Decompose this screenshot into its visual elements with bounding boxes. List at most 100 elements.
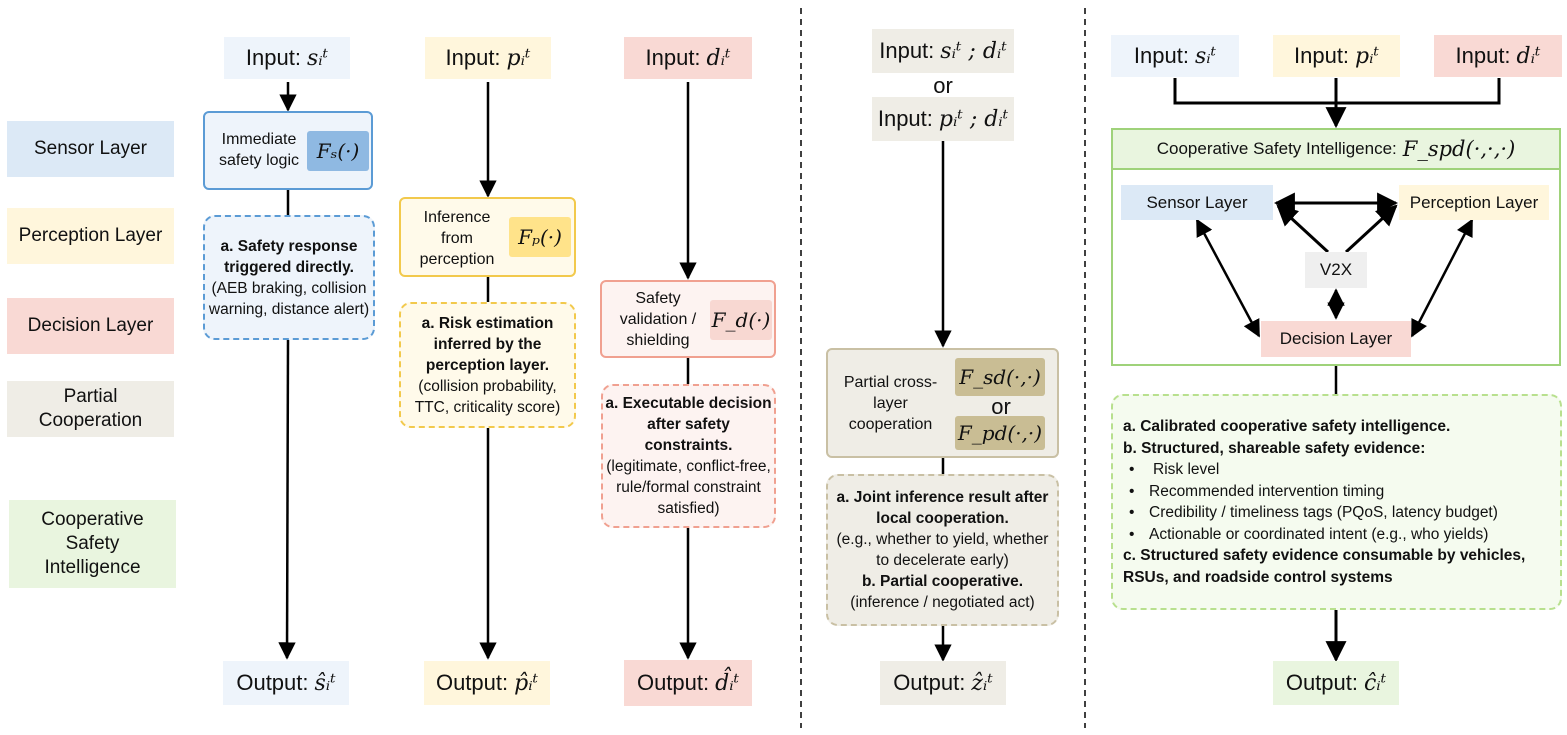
bullet-item: Risk level [1123,459,1556,481]
partial-or-label: or [933,73,953,98]
result-title: a. Risk estimation inferred by the perce… [421,314,554,374]
result-detail: (AEB braking, collision warning, distanc… [208,279,370,318]
legend-label: Perception Layer [18,225,163,246]
result-detail: (collision probability, TTC, criticality… [414,377,561,416]
csi-main-box: Cooperative Safety Intelligence: F_spd(·… [1111,128,1561,366]
legend-decision-layer: Decision Layer [7,298,174,354]
csi-input-decision: Input: dᵢᵗ [1434,35,1562,77]
input-symbol: dᵢᵗ [706,45,731,71]
csi-node-sensor: Sensor Layer [1121,185,1273,220]
legend-label: Sensor Layer [33,138,147,159]
decision-result-box: a. Executable decision after safety cons… [601,384,776,528]
partial-function-box-sd: F_sd(·,·) [955,358,1045,396]
partial-output: Output: ẑᵢᵗ [880,661,1006,705]
decision-function-box: F_d(·) [710,300,772,340]
output-symbol: ŝᵢᵗ [314,670,336,696]
input-label: Input: [879,38,935,63]
csi-input-sensor: Input: sᵢᵗ [1111,35,1239,77]
link-sensor-v2x [1276,204,1330,254]
input-symbol: pᵢᵗ [1355,43,1379,69]
sensor-process-box: Immediate safety logic Fₛ(·) [203,111,373,190]
result-detail: (legitimate, conflict-free, rule/formal … [606,458,771,517]
csi-output: Output: ĉᵢᵗ [1273,661,1399,705]
perception-function-box: Fₚ(·) [509,217,571,257]
decision-input: Input: dᵢᵗ [624,37,752,79]
result-item-a: a. Calibrated cooperative safety intelli… [1123,418,1451,435]
result-item-c: c. Structured safety evidence consumable… [1123,547,1526,586]
link-perception-v2x [1344,204,1398,254]
output-label: Output: [236,670,309,695]
partial-function-box-pd: F_pd(·,·) [955,416,1045,450]
legend-label: Decision Layer [27,315,154,336]
perception-output: Output: p̂ᵢᵗ [424,661,550,705]
legend-label: Partial Cooperation [38,386,143,431]
legend-label: Cooperative Safety Intelligence [41,509,144,578]
input-label: Input: [1133,43,1189,68]
perception-input: Input: pᵢᵗ [425,37,551,79]
bullet-item: Recommended intervention timing [1123,481,1556,503]
perception-result-box: a. Risk estimation inferred by the perce… [399,302,576,428]
result-title: b. Partial cooperative. [861,573,1024,590]
csi-header: Cooperative Safety Intelligence: F_spd(·… [1113,130,1559,170]
sensor-input: Input: sᵢᵗ [224,37,350,79]
input-symbol: sᵢᵗ [306,45,329,71]
result-detail: (e.g., whether to yield, whether to dece… [836,531,1049,569]
partial-input-1: Input: sᵢᵗ ; dᵢᵗ [872,29,1014,73]
input-label: Input: [1294,43,1350,68]
sensor-function-box: Fₛ(·) [307,131,369,171]
input-symbol: dᵢᵗ [1516,43,1541,69]
input-symbol: sᵢᵗ [1194,43,1217,69]
input-symbol: pᵢᵗ [506,45,531,71]
input-label: Input: [445,45,501,70]
csi-node-v2x: V2X [1305,252,1367,288]
csi-header-function: F_spd(·,·,·) [1402,137,1516,161]
output-label: Output: [435,670,509,695]
input-symbol: pᵢᵗ ; dᵢᵗ [938,106,1009,132]
output-label: Output: [1285,670,1358,695]
flow-arrow [278,339,296,660]
input-label: Input: [1455,43,1511,68]
bullet-item: Actionable or coordinated intent (e.g., … [1123,524,1556,546]
partial-function-or: or [991,393,1011,419]
link-sensor-decision [1195,218,1261,338]
result-title: a. Executable decision after safety cons… [605,395,772,454]
legend-partial-cooperation: Partial Cooperation [7,381,174,437]
decision-process-box: Safety validation / shielding F_d(·) [600,280,776,358]
output-symbol: d̂ᵢᵗ [715,670,740,696]
result-title: a. Safety response triggered directly. [220,237,358,276]
legend-cooperative-safety-intelligence: Cooperative Safety Intelligence [9,500,176,588]
result-title: a. Joint inference result after local co… [836,489,1049,527]
process-text: Immediate safety logic [218,131,300,169]
output-symbol: ẑᵢᵗ [971,670,993,696]
bullet-item: Credibility / timeliness tags (PQoS, lat… [1123,502,1556,524]
csi-input-perception: Input: pᵢᵗ [1273,35,1400,77]
csi-result-box: a. Calibrated cooperative safety intelli… [1111,394,1562,610]
legend-sensor-layer: Sensor Layer [7,121,174,177]
output-label: Output: [893,670,966,695]
input-label: Input: [245,45,301,70]
input-symbol: sᵢᵗ ; dᵢᵗ [940,38,1007,64]
csi-node-perception: Perception Layer [1399,185,1549,220]
process-text: Inference from perception [419,208,495,268]
result-item-b: b. Structured, shareable safety evidence… [1123,439,1426,457]
sensor-output: Output: ŝᵢᵗ [223,661,349,705]
process-text: Partial cross-layer cooperation [843,373,938,433]
decision-output: Output: d̂ᵢᵗ [624,660,752,706]
output-symbol: p̂ᵢᵗ [514,670,539,696]
sensor-result-box: a. Safety response triggered directly. (… [203,215,375,340]
output-symbol: ĉᵢᵗ [1363,670,1387,696]
input-label: Input: [877,106,933,131]
result-bullet-list: Risk level Recommended intervention timi… [1123,459,1556,545]
process-text: Safety validation / shielding [619,289,697,349]
csi-header-text: Cooperative Safety Intelligence: [1156,139,1397,158]
perception-process-box: Inference from perception Fₚ(·) [399,197,576,277]
output-label: Output: [636,670,710,695]
input-label: Input: [645,45,701,70]
partial-result-box: a. Joint inference result after local co… [826,474,1059,626]
partial-input-2: Input: pᵢᵗ ; dᵢᵗ [872,97,1014,141]
partial-process-box: Partial cross-layer cooperation F_sd(·,·… [826,348,1059,458]
result-detail: (inference / negotiated act) [850,594,1035,611]
legend-perception-layer: Perception Layer [7,208,174,264]
link-perception-decision [1410,218,1474,338]
